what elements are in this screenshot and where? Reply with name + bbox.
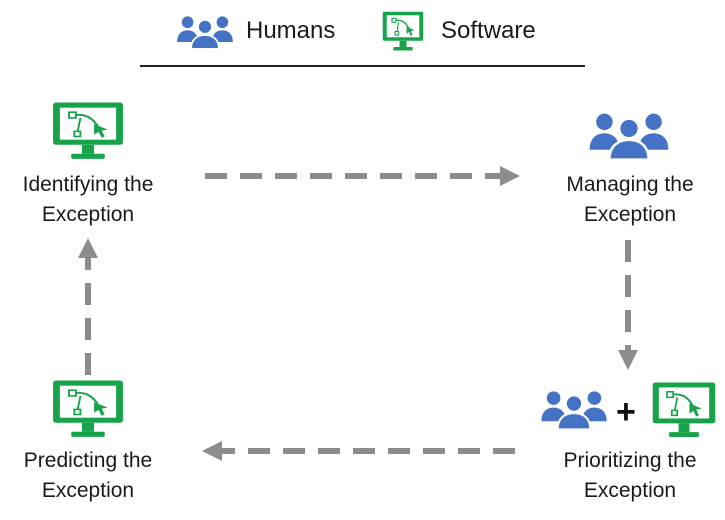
arrow-predicting-to-identifying: [78, 238, 98, 375]
software-monitor-icon: [50, 100, 126, 164]
arrow-identifying-to-managing: [205, 166, 520, 186]
legend-humans-label: Humans: [246, 17, 336, 44]
legend-divider: [140, 65, 585, 67]
managing-label: Managing the Exception: [545, 170, 715, 230]
humans-people-icon: [588, 110, 670, 160]
prioritizing-label: Prioritizing the Exception: [540, 446, 720, 506]
arrow-prioritizing-to-predicting: [202, 441, 515, 461]
prioritizing-label-line2: Exception: [583, 479, 677, 502]
predicting-label-line2: Exception: [41, 479, 135, 502]
legend-software-label: Software: [441, 17, 536, 44]
predicting-label: Predicting the Exception: [0, 446, 176, 506]
managing-label-line1: Managing the: [566, 173, 694, 196]
managing-label-line2: Exception: [583, 203, 677, 226]
plus-sign: +: [616, 393, 636, 431]
prioritizing-label-line1: Prioritizing the: [563, 449, 697, 472]
software-monitor-icon: [50, 378, 126, 442]
software-monitor-icon: [650, 380, 718, 442]
arrow-managing-to-prioritizing: [618, 240, 638, 370]
identifying-label-line1: Identifying the: [22, 173, 154, 196]
humans-people-icon: [540, 388, 608, 430]
identifying-label: Identifying the Exception: [0, 170, 176, 230]
identifying-label-line2: Exception: [41, 203, 135, 226]
predicting-label-line1: Predicting the: [23, 449, 153, 472]
legend: Humans Software: [0, 0, 725, 70]
